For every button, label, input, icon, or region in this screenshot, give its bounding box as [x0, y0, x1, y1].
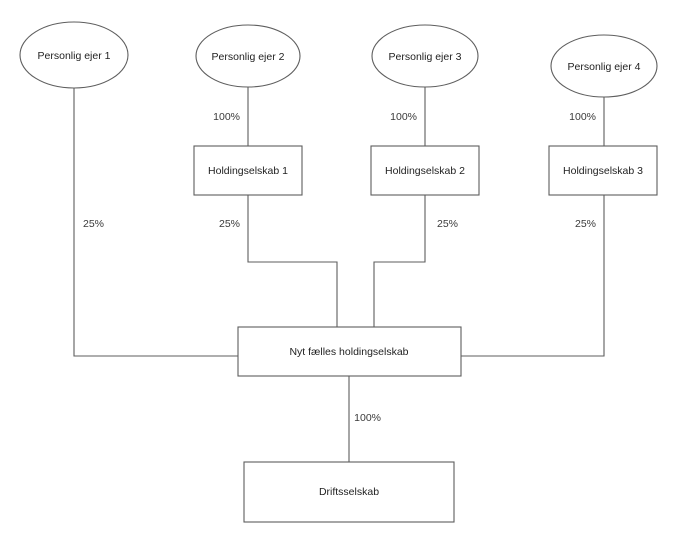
edge-holding2-to-joint-holding	[373, 194, 426, 328]
edge-holding1-to-joint-holding	[247, 194, 338, 328]
holding-3-box[interactable]	[548, 145, 658, 196]
holding-2-box[interactable]	[370, 145, 480, 196]
owner-node-owner-1[interactable]: Personlig ejer 1	[19, 21, 129, 89]
operating-company-node[interactable]: Driftsselskab	[243, 461, 455, 523]
holding-node-holding-2[interactable]: Holdingselskab 2	[370, 145, 480, 196]
edge-owner1-to-joint-holding	[73, 87, 239, 357]
edge-label-owner1-to-joint: 25%	[83, 218, 104, 230]
edge-label-owner2-to-holding1: 100%	[213, 111, 240, 123]
edge-label-joint-to-operating: 100%	[354, 412, 381, 424]
owner-node-owner-4[interactable]: Personlig ejer 4	[550, 34, 658, 98]
holding-1-box[interactable]	[193, 145, 303, 196]
edge-label-holding3-to-joint: 25%	[575, 218, 596, 230]
owner-1-label: Personlig ejer 1	[38, 50, 111, 62]
joint-holding-label: Nyt fælles holdingselskab	[289, 346, 408, 358]
owner-3-label: Personlig ejer 3	[389, 51, 462, 63]
edge-holding3-to-joint-holding	[460, 194, 605, 357]
holding-3-label: Holdingselskab 3	[563, 165, 643, 177]
edge-label-holding1-to-joint: 25%	[219, 218, 240, 230]
edge-label-holding2-to-joint: 25%	[437, 218, 458, 230]
edge-label-layer: 25% 100% 100% 100% 25% 25% 25% 100%	[83, 111, 596, 424]
edge-label-owner4-to-holding3: 100%	[569, 111, 596, 123]
joint-holding-box[interactable]	[237, 326, 462, 377]
owner-2-label: Personlig ejer 2	[212, 51, 285, 63]
owner-1-ellipse[interactable]	[19, 21, 129, 89]
owner-2-ellipse[interactable]	[195, 24, 301, 88]
holding-1-label: Holdingselskab 1	[208, 165, 288, 177]
holding-2-label: Holdingselskab 2	[385, 165, 465, 177]
owner-3-ellipse[interactable]	[371, 24, 479, 88]
edge-layer	[73, 87, 605, 463]
holding-node-holding-1[interactable]: Holdingselskab 1	[193, 145, 303, 196]
owner-4-label: Personlig ejer 4	[568, 61, 641, 73]
edge-label-owner3-to-holding2: 100%	[390, 111, 417, 123]
owner-4-ellipse[interactable]	[550, 34, 658, 98]
holding-node-holding-3[interactable]: Holdingselskab 3	[548, 145, 658, 196]
owner-node-owner-3[interactable]: Personlig ejer 3	[371, 24, 479, 88]
joint-holding-node[interactable]: Nyt fælles holdingselskab	[237, 326, 462, 377]
operating-company-label: Driftsselskab	[319, 486, 379, 498]
operating-company-box[interactable]	[243, 461, 455, 523]
owner-node-owner-2[interactable]: Personlig ejer 2	[195, 24, 301, 88]
